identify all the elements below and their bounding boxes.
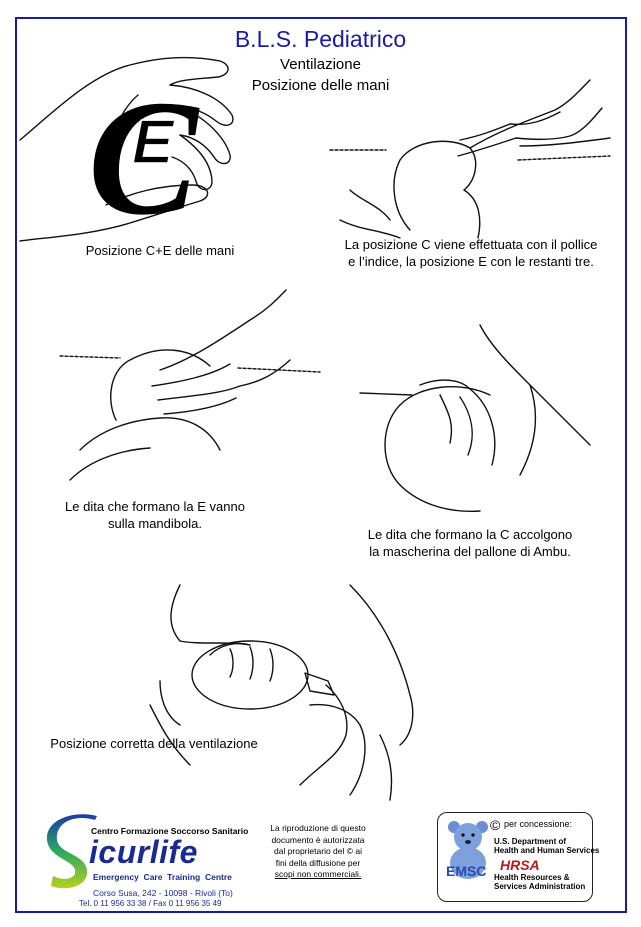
emsc-logo: EMSC [446, 863, 487, 879]
concession-label: per concessione: [504, 819, 573, 829]
hhs-line-1: U.S. Department of [494, 837, 567, 846]
sicurlife-s-logo-icon [46, 814, 97, 889]
caption-ce-position: Posizione C+E delle mani [85, 243, 235, 258]
caption-c-fingers: Le dita che formano la C accolgono la ma… [367, 527, 573, 559]
head-hand-illustration-3 [359, 324, 591, 512]
org-name: Centro Formazione Soccorso Sanitario [91, 826, 249, 836]
page-subtitle-hand-position: Posizione delle mani [251, 77, 390, 94]
sicurlife-logo-block: Centro Formazione Soccorso Sanitario icu… [45, 814, 249, 909]
phone-fax: Tel. 0 11 956 33 38 / Fax 0 11 956 35 49 [79, 899, 222, 908]
page-title: B.L.S. Pediatrico [234, 26, 407, 52]
caption-c-position: La posizione C viene effettuata con il p… [344, 237, 598, 269]
copyright-notice: La riproduzione di questo documento è au… [270, 823, 366, 879]
hhs-line-2: Health and Human Services [494, 846, 600, 855]
head-hand-illustration-1 [329, 79, 611, 239]
brand-name: icurlife [89, 834, 198, 870]
caption-e-fingers: Le dita che formano la E vanno sulla man… [65, 499, 245, 531]
brand-tagline: Emergency Care Training Centre [93, 872, 232, 882]
address: Corso Susa, 242 - 10098 - Rivoli (To) [93, 888, 233, 898]
hrsa-line-2: Services Administration [494, 882, 586, 891]
hrsa-logo: HRSA [500, 857, 540, 873]
ce-hand-illustration: C E [19, 56, 234, 249]
hrsa-line-1: Health Resources & [494, 873, 570, 882]
letter-e: E [132, 108, 175, 177]
letter-c: C [88, 66, 200, 249]
head-hand-illustration-2 [59, 289, 321, 481]
bag-mask-ventilation-illustration [149, 584, 414, 801]
page-border [15, 17, 627, 913]
caption-correct-ventilation: Posizione corretta della ventilazione [50, 736, 258, 751]
copyright-icon: © [490, 817, 501, 833]
page-subtitle-ventilation: Ventilazione [280, 56, 361, 73]
concession-box: EMSC © per concessione: U.S. Department … [437, 812, 599, 902]
teddy-bear-icon [448, 821, 488, 879]
